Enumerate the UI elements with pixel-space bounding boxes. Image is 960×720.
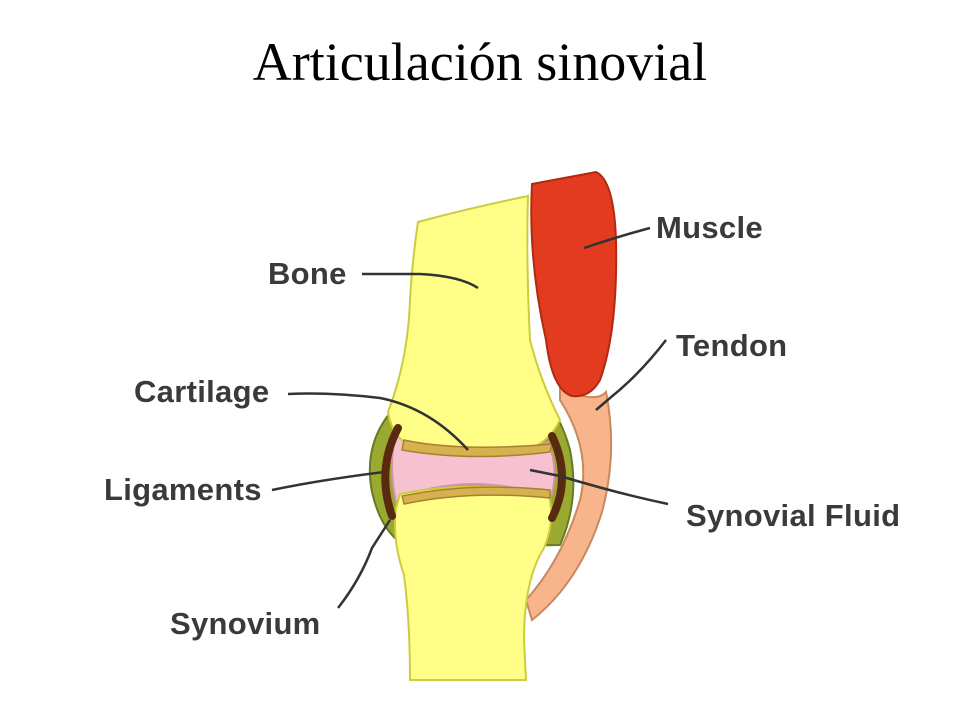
synovial-fluid-leader-line [529,468,669,506]
bone-label: Bone [268,256,347,291]
synovium-label: Synovium [170,606,321,641]
lower-bone-shape [394,485,553,681]
tendon-leader-line [595,339,667,411]
bone-leader-line [362,272,479,290]
left-ligament-shape [381,424,402,520]
upper-bone-shape [386,194,562,456]
tendon-label: Tendon [676,328,788,363]
muscle-label: Muscle [656,210,763,245]
cartilage-label: Cartilage [134,374,270,409]
upper-cartilage-shape [401,439,553,458]
ligaments-leader-line [271,470,385,492]
muscle-leader-line [583,226,651,250]
synovium-leader-line [337,519,392,609]
page-title: Articulación sinovial [252,32,708,92]
cartilage-leader-line [287,392,469,451]
ligaments-label: Ligaments [104,472,262,507]
muscle-shape [530,170,618,398]
synovial-fluid-label: Synovial Fluid [686,498,901,533]
lower-cartilage-shape [401,486,551,505]
